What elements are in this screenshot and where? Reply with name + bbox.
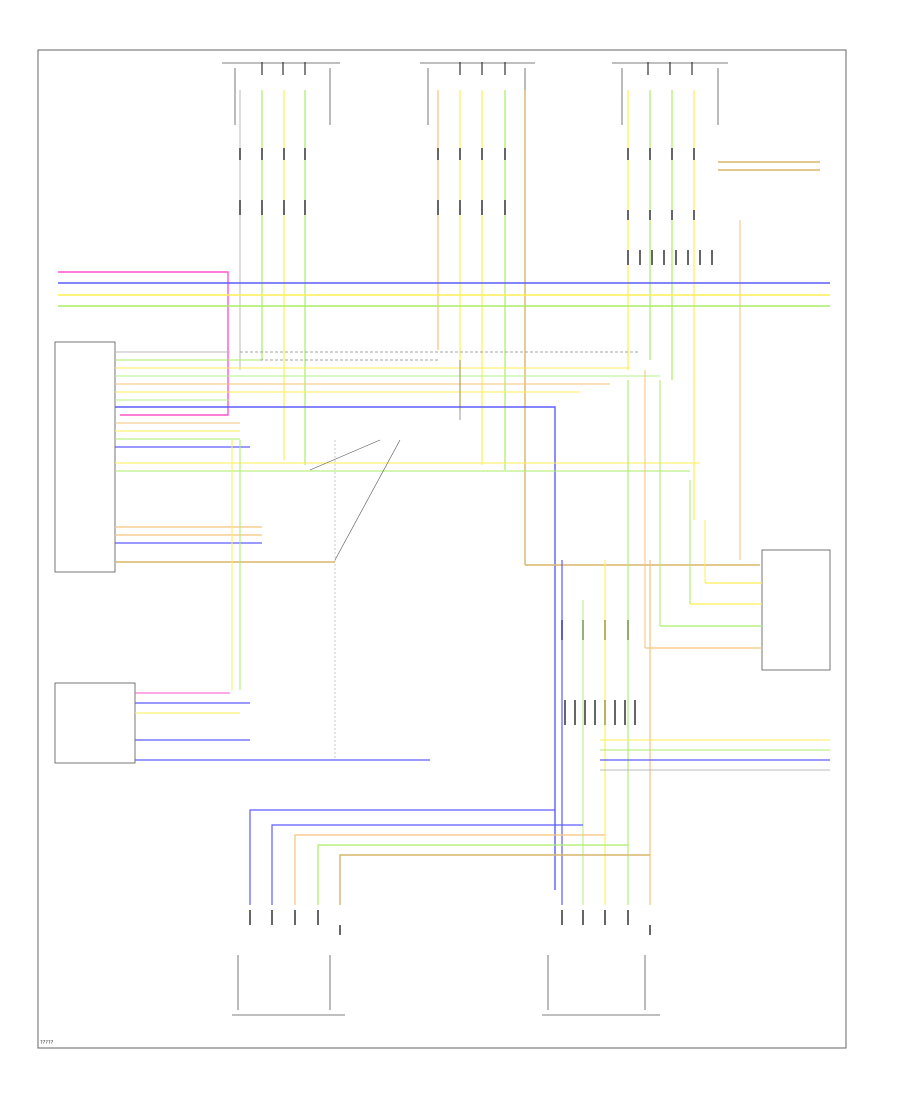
switch-wires [135, 692, 430, 761]
wire-pink [58, 271, 229, 416]
wire [294, 834, 605, 905]
diagram-frame [37, 49, 847, 1049]
wire [271, 824, 583, 905]
connector-left-taillamp [232, 955, 345, 1016]
wire [339, 854, 650, 905]
corner-label: ????? [40, 1040, 54, 1046]
headlamp-switch [54, 682, 136, 764]
connector-left-rear-taillamp [612, 62, 728, 125]
connector-pins-top [239, 148, 713, 265]
right-rear-wires [644, 370, 762, 649]
connector-right-taillamp [542, 955, 660, 1016]
connector-right-front-headlamp [420, 62, 535, 125]
lower-splice-pack [561, 620, 636, 725]
right-rear-connector [761, 549, 831, 671]
module-pin-rows [115, 351, 700, 890]
connector-left-front-headlamp [222, 62, 340, 125]
lighting-control-module [54, 341, 116, 573]
leader-line [334, 439, 401, 561]
leader-line [309, 439, 381, 471]
wire [317, 844, 628, 905]
connector-pins-bottom [249, 910, 651, 935]
wire [249, 809, 555, 905]
